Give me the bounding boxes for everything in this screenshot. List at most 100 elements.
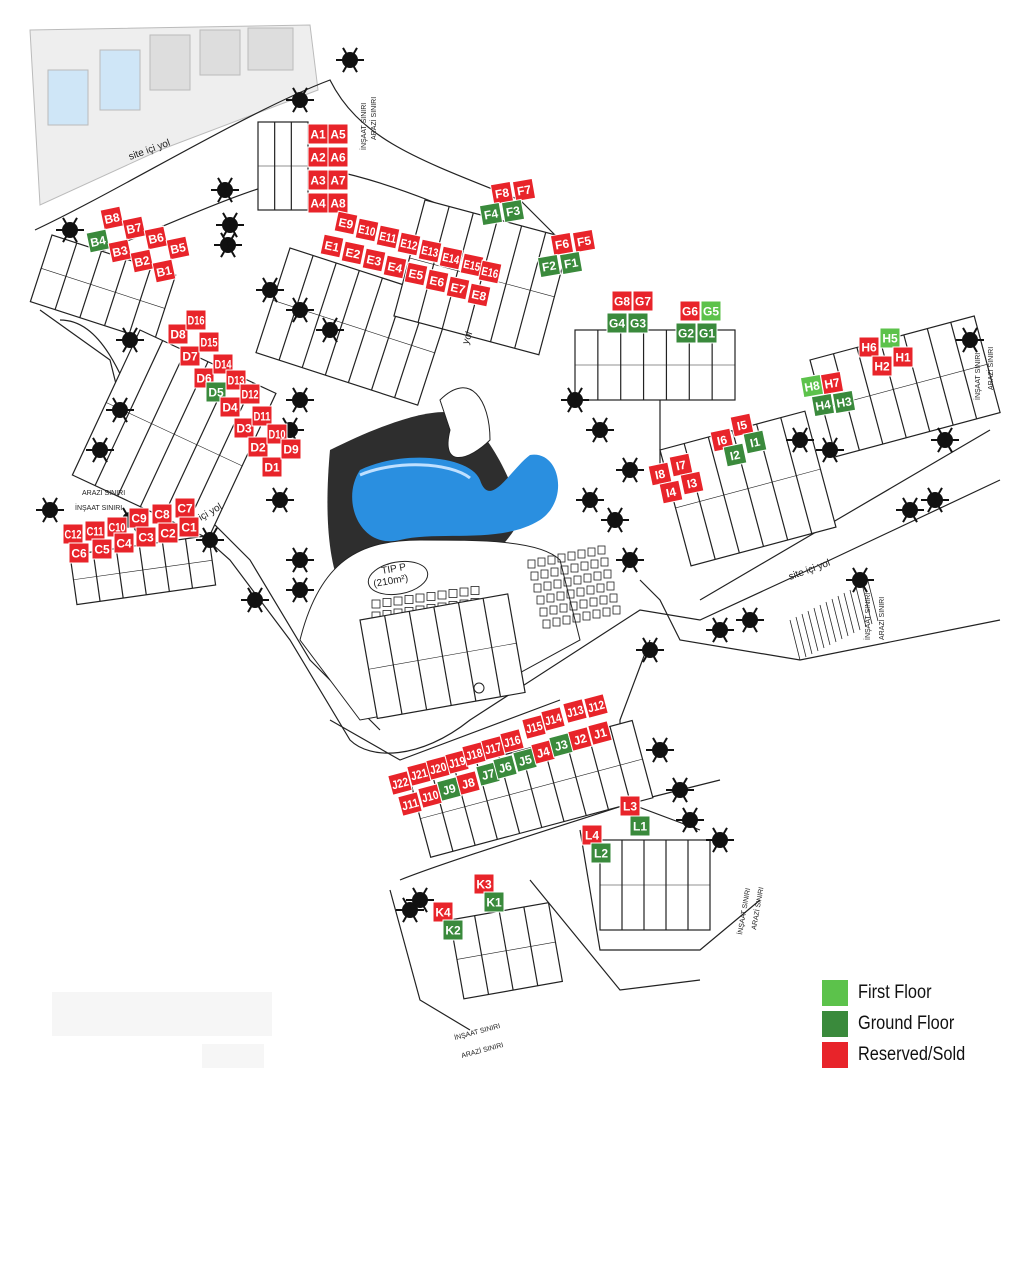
unit-marker[interactable]: B6 [143, 225, 169, 251]
unit-marker[interactable]: B1 [151, 258, 177, 284]
unit-marker[interactable]: G6 [679, 300, 701, 322]
unit-marker[interactable]: L4 [581, 824, 603, 846]
unit-marker[interactable]: D8 [167, 323, 189, 345]
unit-marker[interactable]: J18 [461, 741, 487, 767]
unit-marker[interactable]: F4 [478, 201, 504, 227]
unit-marker[interactable]: C9 [128, 507, 150, 529]
unit-marker[interactable]: C4 [113, 532, 135, 554]
unit-marker[interactable]: I5 [729, 412, 755, 438]
unit-marker[interactable]: I1 [742, 429, 768, 455]
unit-marker[interactable]: D15 [198, 331, 220, 353]
unit-marker[interactable]: E5 [403, 261, 429, 287]
unit-marker[interactable]: D2 [247, 436, 269, 458]
unit-marker[interactable]: J12 [583, 693, 609, 719]
unit-marker[interactable]: A5 [327, 123, 349, 145]
unit-marker[interactable]: I4 [658, 479, 684, 505]
unit-marker[interactable]: B4 [85, 228, 111, 254]
unit-marker[interactable]: D11 [251, 405, 273, 427]
unit-marker[interactable]: J14 [540, 706, 566, 732]
unit-marker[interactable]: A1 [307, 123, 329, 145]
unit-marker[interactable]: E3 [361, 247, 387, 273]
unit-marker[interactable]: E10 [354, 217, 380, 243]
unit-marker[interactable]: B5 [165, 235, 191, 261]
unit-marker[interactable]: A3 [307, 169, 329, 191]
unit-marker[interactable]: F7 [511, 177, 537, 203]
unit-marker[interactable]: G1 [696, 322, 718, 344]
unit-marker[interactable]: B2 [129, 248, 155, 274]
unit-marker[interactable]: J13 [562, 698, 588, 724]
unit-marker[interactable]: E1 [319, 233, 345, 259]
unit-marker[interactable]: H8 [799, 373, 825, 399]
unit-marker[interactable]: H1 [892, 346, 914, 368]
unit-marker[interactable]: J8 [455, 770, 481, 796]
unit-marker[interactable]: K4 [432, 901, 454, 923]
unit-marker[interactable]: F6 [549, 231, 575, 257]
unit-marker[interactable]: E11 [375, 224, 401, 250]
unit-marker[interactable]: J11 [397, 791, 423, 817]
unit-marker[interactable]: C7 [174, 497, 196, 519]
unit-marker[interactable]: C5 [91, 538, 113, 560]
unit-marker[interactable]: J9 [436, 776, 462, 802]
unit-marker[interactable]: G2 [675, 322, 697, 344]
unit-marker[interactable]: I7 [668, 452, 694, 478]
unit-marker[interactable]: G3 [627, 312, 649, 334]
unit-marker[interactable]: F5 [571, 228, 597, 254]
unit-marker[interactable]: E8 [466, 282, 492, 308]
unit-marker[interactable]: D1 [261, 456, 283, 478]
unit-marker[interactable]: J16 [499, 728, 525, 754]
unit-marker[interactable]: E6 [424, 268, 450, 294]
unit-marker[interactable]: A2 [307, 146, 329, 168]
unit-marker[interactable]: I3 [679, 470, 705, 496]
unit-marker[interactable]: A4 [307, 192, 329, 214]
unit-marker[interactable]: J7 [475, 761, 501, 787]
unit-marker[interactable]: F3 [500, 198, 526, 224]
unit-marker[interactable]: A8 [327, 192, 349, 214]
unit-marker[interactable]: A7 [327, 169, 349, 191]
unit-marker[interactable]: I2 [722, 442, 748, 468]
unit-marker[interactable]: H4 [810, 392, 836, 418]
unit-marker[interactable]: H7 [819, 370, 845, 396]
unit-marker[interactable]: L2 [590, 842, 612, 864]
unit-marker[interactable]: J20 [425, 755, 451, 781]
unit-marker[interactable]: C12 [62, 523, 84, 545]
unit-marker[interactable]: J21 [406, 761, 432, 787]
unit-marker[interactable]: J17 [480, 735, 506, 761]
unit-marker[interactable]: C2 [157, 522, 179, 544]
unit-marker[interactable]: D16 [185, 309, 207, 331]
unit-marker[interactable]: F1 [558, 250, 584, 276]
unit-marker[interactable]: E4 [382, 254, 408, 280]
unit-marker[interactable]: E9 [333, 210, 359, 236]
unit-marker[interactable]: C11 [84, 520, 106, 542]
unit-marker[interactable]: B3 [107, 238, 133, 264]
unit-marker[interactable]: H6 [858, 336, 880, 358]
unit-marker[interactable]: C1 [178, 516, 200, 538]
unit-marker[interactable]: J6 [492, 754, 518, 780]
unit-marker[interactable]: D7 [179, 345, 201, 367]
unit-marker[interactable]: C8 [151, 503, 173, 525]
unit-marker[interactable]: E14 [438, 245, 464, 271]
unit-marker[interactable]: H5 [879, 327, 901, 349]
unit-marker[interactable]: D9 [280, 438, 302, 460]
unit-marker[interactable]: E15 [459, 252, 485, 278]
unit-marker[interactable]: G8 [611, 290, 633, 312]
unit-marker[interactable]: K2 [442, 919, 464, 941]
unit-marker[interactable]: F2 [536, 253, 562, 279]
unit-marker[interactable]: F8 [489, 180, 515, 206]
unit-marker[interactable]: C3 [135, 526, 157, 548]
unit-marker[interactable]: H2 [871, 355, 893, 377]
unit-marker[interactable]: J19 [444, 749, 470, 775]
unit-marker[interactable]: D14 [212, 353, 234, 375]
unit-marker[interactable]: E13 [417, 238, 443, 264]
unit-marker[interactable]: D4 [219, 396, 241, 418]
unit-marker[interactable]: G4 [606, 312, 628, 334]
unit-marker[interactable]: J5 [512, 747, 538, 773]
unit-marker[interactable]: J15 [521, 714, 547, 740]
unit-marker[interactable]: G7 [632, 290, 654, 312]
unit-marker[interactable]: J2 [567, 726, 593, 752]
unit-marker[interactable]: D3 [233, 417, 255, 439]
unit-marker[interactable]: E2 [340, 240, 366, 266]
unit-marker[interactable]: K1 [483, 891, 505, 913]
unit-marker[interactable]: J1 [587, 720, 613, 746]
unit-marker[interactable]: E7 [445, 275, 471, 301]
unit-marker[interactable]: L1 [629, 815, 651, 837]
